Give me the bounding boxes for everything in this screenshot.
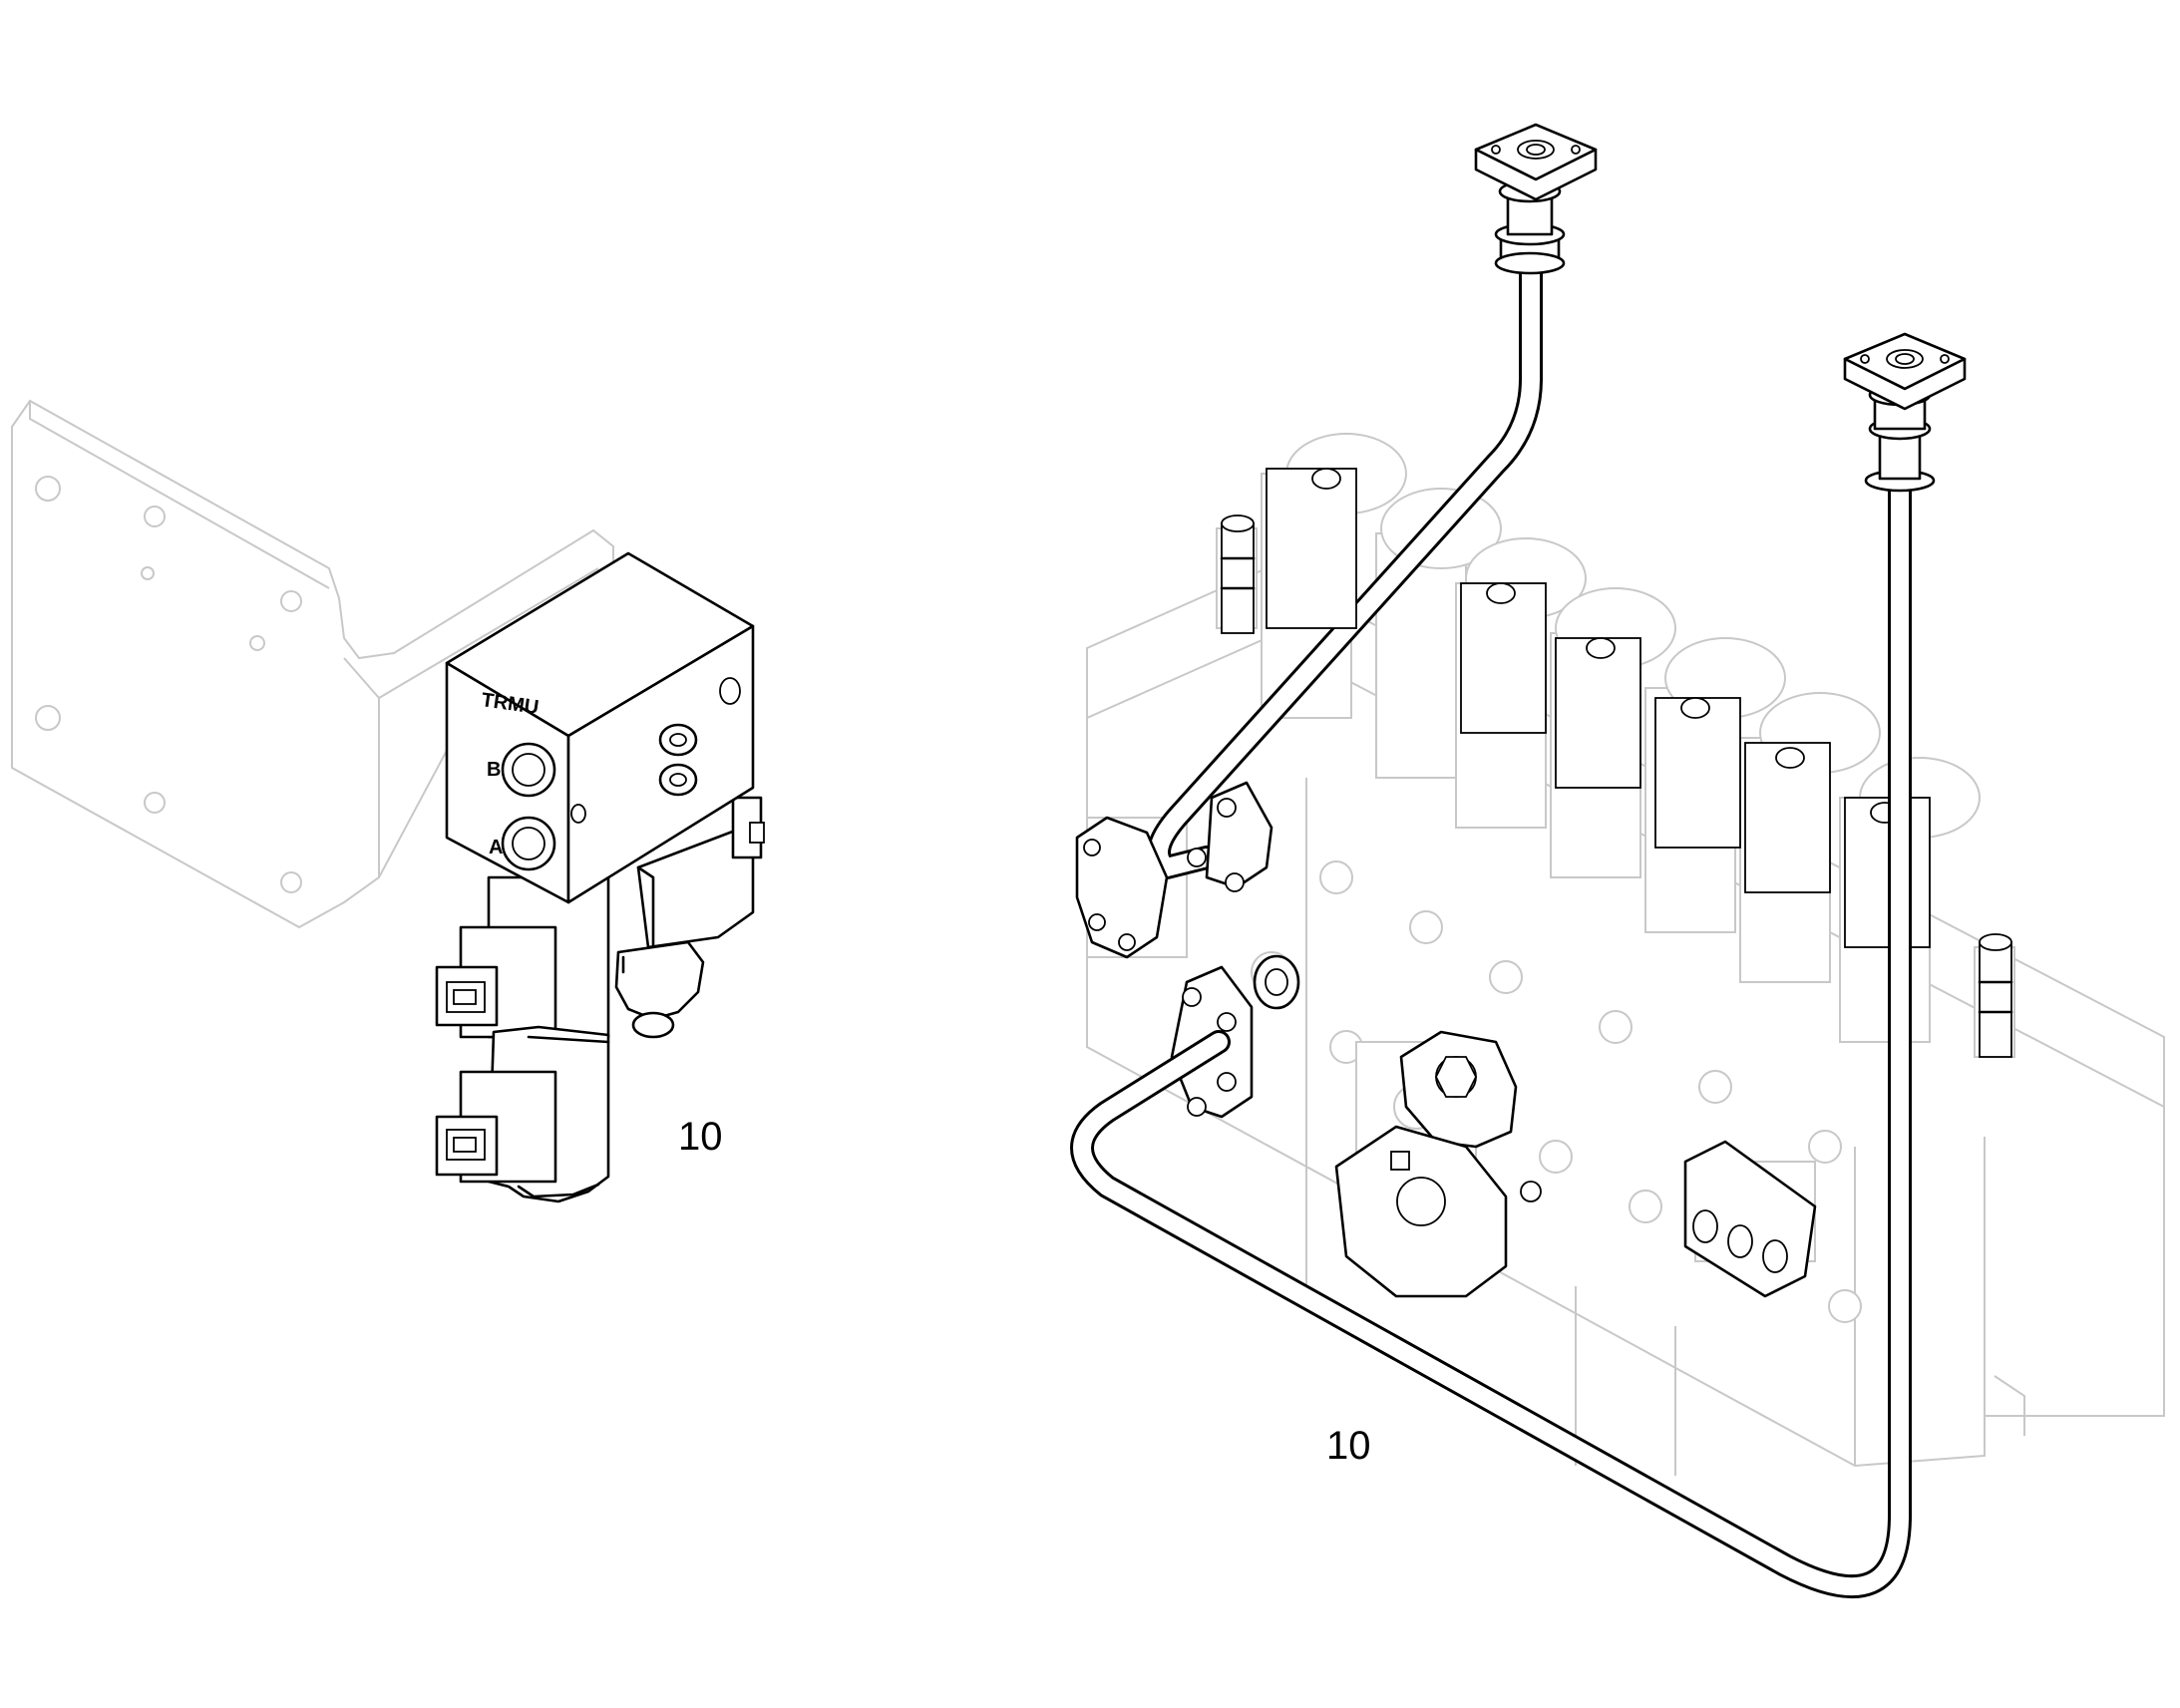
lower-pipe-assembly: [1070, 332, 1967, 1599]
pipe-flange-upper: [1075, 781, 1273, 959]
callout-right-pipes: 10: [1326, 1424, 1371, 1468]
port-b-label: B: [487, 759, 501, 781]
sensor-block: [1683, 1140, 1817, 1298]
spool-caps-outline: [1266, 468, 1931, 948]
relief-valve-right: [1978, 933, 2013, 1058]
solenoid-side: [614, 796, 765, 1039]
relief-valve-left: [1220, 514, 1256, 634]
port-a-label: A: [489, 837, 503, 858]
callout-left-valve: 10: [678, 1115, 723, 1159]
upper-pipe-assembly: [1147, 123, 1598, 879]
left-solenoid-valve-assembly: TRMU B A: [11, 399, 765, 1203]
check-valve-fitting: [1334, 1030, 1542, 1298]
solenoid-coil-lower: [435, 1025, 610, 1203]
valve-manifold-block: TRMU B A: [445, 551, 755, 904]
solenoid-coil-upper: [435, 875, 610, 1039]
right-control-valve-assembly: [1070, 123, 2165, 1599]
mounting-bracket-ghost: [11, 399, 614, 929]
